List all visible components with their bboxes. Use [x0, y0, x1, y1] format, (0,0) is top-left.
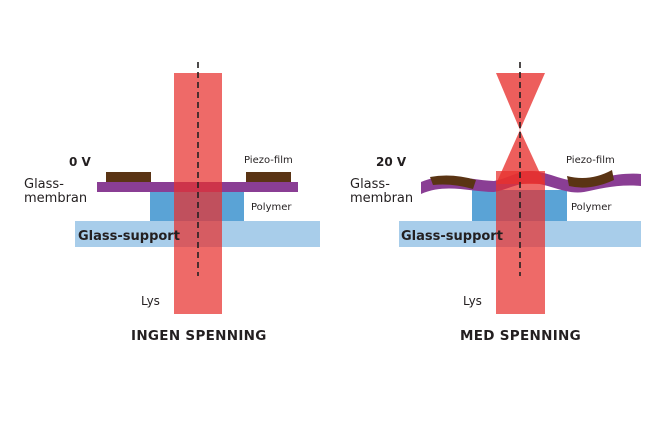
- left-membrane-label-line1: Glass-: [24, 177, 64, 192]
- right-membrane-label-line2: membran: [350, 191, 413, 206]
- left-polymer-label: Polymer: [251, 202, 292, 213]
- left-voltage-label: 0 V: [69, 155, 92, 169]
- right-polymer-label: Polymer: [571, 202, 612, 213]
- right-panel: 20 V Glass- membran Piezo-film Polymer G…: [350, 62, 641, 344]
- right-piezo-film-right: [567, 170, 614, 188]
- right-caption: MED SPENNING: [460, 328, 581, 344]
- left-support-label: Glass-support: [78, 229, 180, 244]
- right-piezo-film-left: [430, 175, 476, 189]
- left-panel: 0 V Glass- membran Piezo-film Polymer Gl…: [24, 62, 320, 344]
- left-piezo-film-right: [246, 172, 291, 182]
- left-membrane-label-line2: membran: [24, 191, 87, 206]
- left-piezo-label: Piezo-film: [244, 155, 293, 166]
- right-light-label: Lys: [463, 294, 482, 308]
- right-light-cone-top: [496, 73, 545, 130]
- right-membrane-label-line1: Glass-: [350, 177, 390, 192]
- left-piezo-film-left: [106, 172, 151, 182]
- right-piezo-label: Piezo-film: [566, 155, 615, 166]
- left-light-label: Lys: [141, 294, 160, 308]
- left-caption: INGEN SPENNING: [131, 328, 267, 344]
- right-support-label: Glass-support: [401, 229, 503, 244]
- right-voltage-label: 20 V: [376, 155, 407, 169]
